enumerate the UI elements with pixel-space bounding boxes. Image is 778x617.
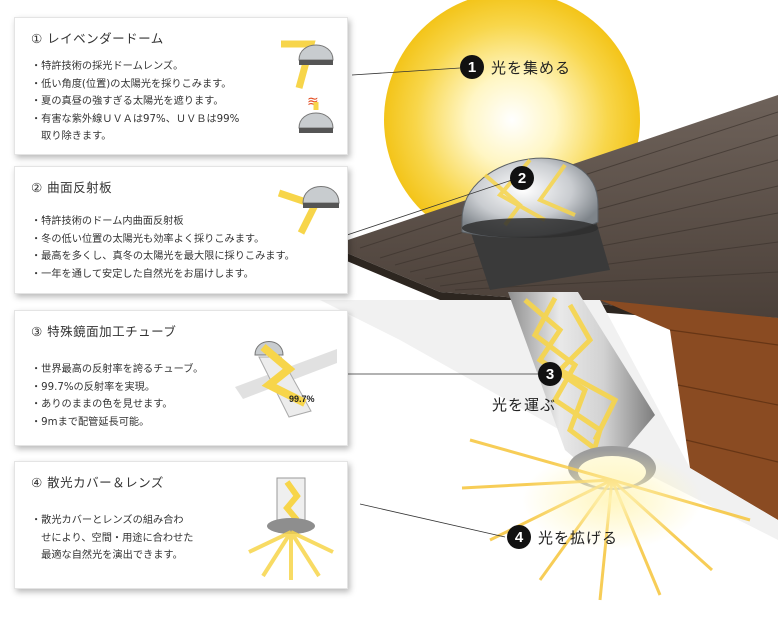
panel-title: ③ 特殊鏡面加工チューブ xyxy=(31,321,176,340)
list-item: ・9mまで配管延長可能。 xyxy=(31,414,203,432)
callout-number: 4 xyxy=(507,525,531,549)
list-item: ・99.7%の反射率を実現。 xyxy=(31,379,203,397)
feature-panel-reflector: ② 曲面反射板 ・特許技術のドーム内曲面反射板 ・冬の低い位置の太陽光も効率よく… xyxy=(14,166,348,294)
list-item: ・ありのままの色を見せます。 xyxy=(31,396,203,414)
tube-reflection-icon xyxy=(233,329,339,421)
list-item: 取り除きます。 xyxy=(31,128,239,146)
dome-sunlight-icon: ≋ xyxy=(277,30,341,152)
callout-number: 2 xyxy=(510,166,534,190)
list-item: ・低い角度(位置)の太陽光を採りこみます。 xyxy=(31,76,239,94)
feature-list: ・散光カバーとレンズの組み合わ せにより、空間・用途に合わせた 最適な自然光を演… xyxy=(31,512,193,565)
callout-label: 光を集める xyxy=(491,57,571,78)
list-item: ・特許技術のドーム内曲面反射板 xyxy=(31,213,295,231)
panel-title: ① レイベンダードーム xyxy=(31,28,164,47)
list-item: 最適な自然光を演出できます。 xyxy=(31,547,193,565)
callout-spread-light: 4 光を拡げる xyxy=(507,525,618,549)
reflector-icon xyxy=(277,177,343,237)
list-item: ・冬の低い位置の太陽光も効率よく採りこみます。 xyxy=(31,231,295,249)
callout-number: 3 xyxy=(538,362,562,386)
feature-panel-diffuser: ④ 散光カバー＆レンズ ・散光カバーとレンズの組み合わ せにより、空間・用途に合… xyxy=(14,461,348,589)
callout-number: 1 xyxy=(460,55,484,79)
panel-title: ④ 散光カバー＆レンズ xyxy=(31,472,164,491)
list-item: ・世界最高の反射率を誇るチューブ。 xyxy=(31,361,203,379)
list-item: ・有害な紫外線ＵＶＡは97%、ＵＶＢは99% xyxy=(31,111,239,129)
list-item: ・夏の真昼の強すぎる太陽光を遮ります。 xyxy=(31,93,239,111)
callout-collect-light: 1 光を集める xyxy=(460,55,571,79)
list-item: ・特許技術の採光ドームレンズ。 xyxy=(31,58,239,76)
callout-label-carry: 光を運ぶ xyxy=(492,394,556,415)
list-item: せにより、空間・用途に合わせた xyxy=(31,530,193,548)
callout-reflector: 2 xyxy=(510,166,534,190)
list-item: ・最高を多くし、真冬の太陽光を最大限に採りこみます。 xyxy=(31,248,295,266)
reflectance-label: 99.7% xyxy=(289,394,315,404)
panel-title: ② 曲面反射板 xyxy=(31,177,112,196)
callout-carry-light: 3 xyxy=(538,362,562,386)
list-item: ・一年を通して安定した自然光をお届けします。 xyxy=(31,266,295,284)
diffuser-icon xyxy=(241,472,341,582)
feature-panel-tube: ③ 特殊鏡面加工チューブ ・世界最高の反射率を誇るチューブ。 ・99.7%の反射… xyxy=(14,310,348,446)
feature-list: ・世界最高の反射率を誇るチューブ。 ・99.7%の反射率を実現。 ・ありのままの… xyxy=(31,361,203,431)
list-item: ・散光カバーとレンズの組み合わ xyxy=(31,512,193,530)
feature-list: ・特許技術の採光ドームレンズ。 ・低い角度(位置)の太陽光を採りこみます。 ・夏… xyxy=(31,58,239,146)
callout-label: 光を拡げる xyxy=(538,527,618,548)
feature-panel-dome: ① レイベンダードーム ・特許技術の採光ドームレンズ。 ・低い角度(位置)の太陽… xyxy=(14,17,348,155)
feature-list: ・特許技術のドーム内曲面反射板 ・冬の低い位置の太陽光も効率よく採りこみます。 … xyxy=(31,213,295,283)
